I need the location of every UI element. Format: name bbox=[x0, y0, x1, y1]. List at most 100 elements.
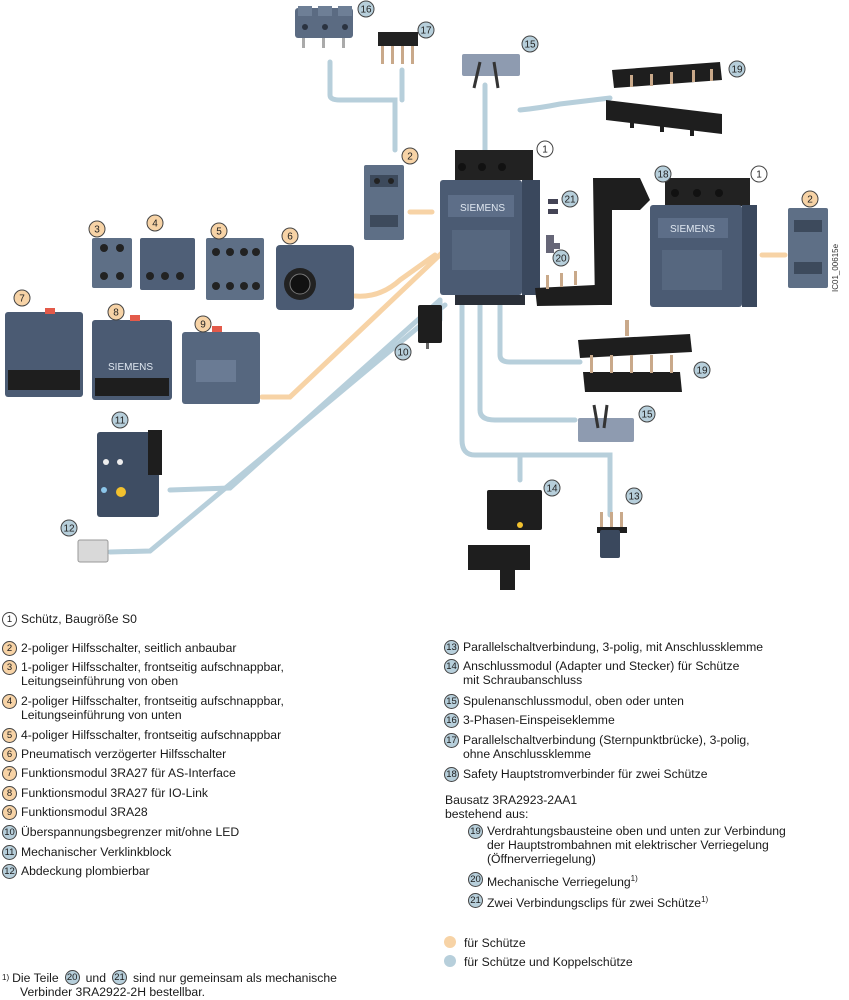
legend-item-7: 7 Funktionsmodul 3RA27 für AS-Interface bbox=[2, 766, 236, 781]
legend-text: Funktionsmodul 3RA28 bbox=[21, 805, 148, 819]
footnote-part2: sind nur gemeinsam als mechanische bbox=[133, 970, 337, 985]
legend-text: 2-poliger Hilfsschalter, seitlich anbaub… bbox=[21, 641, 237, 655]
callout-11: 11 bbox=[111, 411, 129, 429]
callout-label: 2 bbox=[807, 195, 813, 206]
legend-badge: 17 bbox=[444, 733, 459, 748]
footnote-line-1: 1) Die Teile 20 und 21 sind nur gemeinsa… bbox=[2, 970, 337, 985]
legend-badge: 1 bbox=[2, 612, 17, 627]
contactor-1-center: SIEMENS bbox=[440, 150, 540, 305]
callout-label: 14 bbox=[546, 484, 558, 495]
callout-label: 15 bbox=[641, 410, 653, 421]
callout-15: 15 bbox=[521, 35, 539, 53]
wiring-module-19-top bbox=[606, 62, 722, 136]
connector-lines-blue bbox=[107, 59, 613, 555]
callout-label: 21 bbox=[564, 195, 576, 206]
function-module-9 bbox=[182, 326, 260, 404]
callout-3: 3 bbox=[88, 220, 106, 238]
legend-badge: 2 bbox=[2, 641, 17, 656]
legend-text: 3-Phasen-Einspeiseklemme bbox=[463, 713, 615, 727]
legend-item-15: 15 Spulenanschlussmodul, oben oder unten bbox=[444, 694, 684, 709]
legend-badge: 21 bbox=[468, 893, 483, 908]
aux-switch-4 bbox=[140, 238, 195, 290]
callout-label: 17 bbox=[420, 26, 432, 37]
exploded-diagram: SIEMENS SIEMENS bbox=[5, 0, 840, 590]
footnote-badge-21: 21 bbox=[112, 970, 127, 985]
callout-9: 9 bbox=[194, 315, 212, 333]
blue-swatch bbox=[444, 955, 456, 967]
footnote-badge-20: 20 bbox=[64, 970, 80, 985]
legend-text: Funktionsmodul 3RA27 für IO-Link bbox=[21, 786, 208, 800]
callout-label: 20 bbox=[555, 254, 567, 265]
callout-label: 13 bbox=[628, 492, 640, 503]
footnote-part1: Die Teile bbox=[12, 970, 59, 985]
aux-switch-5 bbox=[206, 238, 264, 300]
legend-item-21: 21 Zwei Verbindungsclips für zwei Schütze… bbox=[468, 893, 708, 910]
callout-label: 6 bbox=[287, 232, 293, 243]
legend-badge: 15 bbox=[444, 694, 459, 709]
legend-badge: 19 bbox=[468, 824, 483, 839]
legend-text: Schütz, Baugröße S0 bbox=[21, 612, 137, 626]
legend-text: 4-poliger Hilfsschalter, frontseitig auf… bbox=[21, 728, 282, 742]
sealable-cover-12 bbox=[77, 539, 109, 563]
terminal-module-14 bbox=[468, 490, 542, 590]
callout-label: 19 bbox=[696, 366, 708, 377]
callout-10: 10 bbox=[394, 343, 412, 361]
footnote-ref: 1) bbox=[630, 874, 638, 883]
legend-item-1: 1 Schütz, Baugröße S0 bbox=[2, 612, 137, 627]
callout-16: 16 bbox=[357, 0, 375, 18]
callout-13: 13 bbox=[625, 487, 643, 505]
legend-text: Parallelschaltverbindung (Sternpunktbrüc… bbox=[463, 733, 750, 761]
pneumatic-timer-6 bbox=[276, 245, 354, 310]
callout-15-b: 15 bbox=[638, 405, 656, 423]
function-module-8: SIEMENS bbox=[92, 315, 172, 400]
svg-text:SIEMENS: SIEMENS bbox=[108, 362, 153, 373]
legend-text: Zwei Verbindungsclips für zwei Schütze1) bbox=[487, 895, 709, 911]
callout-label: 8 bbox=[113, 308, 119, 319]
latching-block-11 bbox=[97, 430, 162, 517]
legend-text: Spulenanschlussmodul, oben oder unten bbox=[463, 694, 684, 708]
callout-20: 20 bbox=[552, 249, 570, 267]
legend-badge: 4 bbox=[2, 694, 17, 709]
legend-text: Funktionsmodul 3RA27 für AS-Interface bbox=[21, 766, 236, 780]
legend-text: Mechanischer Verklinkblock bbox=[21, 845, 172, 859]
legend-badge: 20 bbox=[468, 872, 483, 887]
legend-badge: 5 bbox=[2, 728, 17, 743]
clips-21 bbox=[548, 199, 558, 214]
legend-text: Mechanische Verriegelung1) bbox=[487, 874, 638, 890]
legend-item-5: 5 4-poliger Hilfsschalter, frontseitig au… bbox=[2, 728, 281, 743]
legend-text: Überspannungsbegrenzer mit/ohne LED bbox=[21, 825, 240, 839]
callout-label: 7 bbox=[19, 294, 25, 305]
figure-code: IC01_00615e bbox=[831, 243, 840, 292]
legend-badge: 11 bbox=[2, 845, 17, 860]
callout-12: 12 bbox=[60, 519, 78, 537]
callout-label: 12 bbox=[63, 524, 75, 535]
side-aux-switch-2-right bbox=[788, 208, 828, 288]
callout-14: 14 bbox=[543, 479, 561, 497]
coil-module-15-top bbox=[462, 54, 520, 89]
callout-2-b: 2 bbox=[801, 190, 819, 208]
legend-badge: 13 bbox=[444, 640, 459, 655]
footnote-ref: 1) bbox=[701, 895, 709, 904]
aux-switch-3 bbox=[92, 238, 132, 288]
safety-connector-18 bbox=[535, 178, 650, 306]
callout-label: 16 bbox=[360, 5, 372, 16]
callout-21: 21 bbox=[561, 190, 579, 208]
color-key-blue: für Schütze und Koppelschütze bbox=[444, 955, 633, 969]
side-aux-switch-2-left bbox=[364, 165, 404, 240]
parallel-link-13 bbox=[597, 512, 627, 558]
callout-label: 19 bbox=[731, 65, 743, 76]
connector-lines-orange bbox=[259, 209, 788, 400]
legend-item-20: 20 Mechanische Verriegelung1) bbox=[468, 872, 638, 889]
color-key-orange: für Schütze bbox=[444, 936, 526, 950]
legend-badge: 7 bbox=[2, 766, 17, 781]
